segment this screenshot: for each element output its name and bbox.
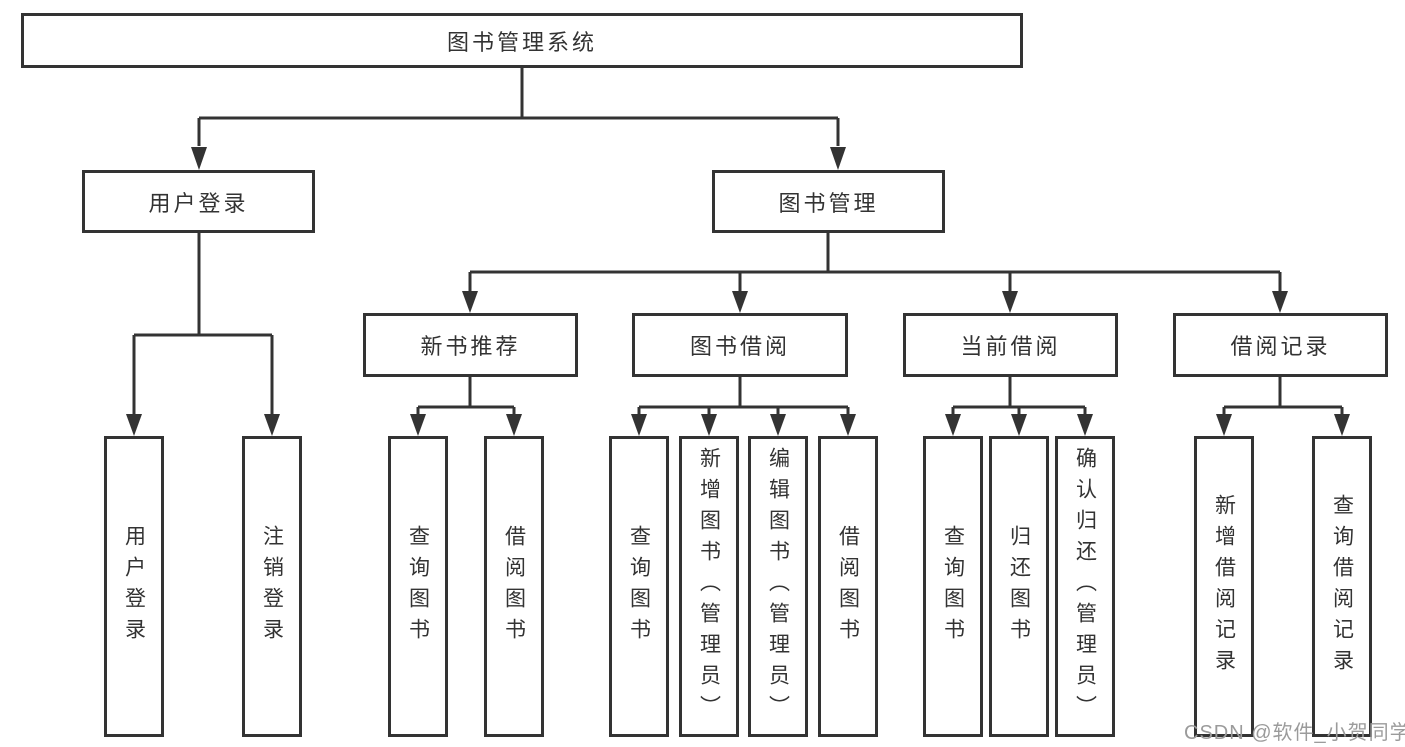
leaf-bookborrow-edit-admin: 编辑图书（管理员） [748, 436, 808, 737]
leaf-newbooks-borrow: 借阅图书 [484, 436, 544, 737]
leaf-current-return-label: 归还图书 [1007, 524, 1031, 649]
node-user-login-label: 用户登录 [148, 190, 249, 216]
leaf-records-query-label: 查询借阅记录 [1330, 493, 1354, 680]
node-book-borrow: 图书借阅 [632, 313, 848, 377]
leaf-records-add-label: 新增借阅记录 [1212, 493, 1236, 680]
leaf-records-add: 新增借阅记录 [1194, 436, 1254, 737]
watermark: CSDN @软件_小贺同学 [1184, 722, 1405, 744]
leaf-current-confirm-admin-label: 确认归还（管理员） [1073, 447, 1097, 726]
node-new-book-recommend: 新书推荐 [363, 313, 578, 377]
leaf-newbooks-query: 查询图书 [388, 436, 448, 737]
leaf-logout-label: 注销登录 [260, 524, 284, 649]
node-book-management: 图书管理 [712, 170, 945, 233]
leaf-current-query: 查询图书 [923, 436, 983, 737]
node-root: 图书管理系统 [21, 13, 1023, 68]
node-root-label: 图书管理系统 [446, 29, 597, 55]
node-borrow-records: 借阅记录 [1173, 313, 1388, 377]
leaf-bookborrow-add-admin: 新增图书（管理员） [679, 436, 739, 737]
leaf-bookborrow-query: 查询图书 [609, 436, 669, 737]
node-current-borrow-label: 当前借阅 [960, 334, 1061, 359]
node-book-management-label: 图书管理 [778, 190, 879, 216]
leaf-newbooks-query-label: 查询图书 [406, 524, 430, 649]
node-new-book-recommend-label: 新书推荐 [420, 334, 521, 359]
leaf-bookborrow-borrow-label: 借阅图书 [836, 524, 860, 649]
node-borrow-records-label: 借阅记录 [1230, 334, 1331, 359]
leaf-user-login-label: 用户登录 [122, 524, 146, 649]
node-current-borrow: 当前借阅 [903, 313, 1118, 377]
leaf-bookborrow-add-admin-label: 新增图书（管理员） [697, 447, 721, 726]
leaf-bookborrow-query-label: 查询图书 [627, 524, 651, 649]
leaf-bookborrow-edit-admin-label: 编辑图书（管理员） [766, 447, 790, 726]
leaf-logout: 注销登录 [242, 436, 302, 737]
leaf-newbooks-borrow-label: 借阅图书 [502, 524, 526, 649]
leaf-current-return: 归还图书 [989, 436, 1049, 737]
node-book-borrow-label: 图书借阅 [689, 334, 790, 359]
node-user-login: 用户登录 [82, 170, 315, 233]
leaf-bookborrow-borrow: 借阅图书 [818, 436, 878, 737]
leaf-records-query: 查询借阅记录 [1312, 436, 1372, 737]
leaf-current-query-label: 查询图书 [941, 524, 965, 649]
leaf-current-confirm-admin: 确认归还（管理员） [1055, 436, 1115, 737]
leaf-user-login: 用户登录 [104, 436, 164, 737]
